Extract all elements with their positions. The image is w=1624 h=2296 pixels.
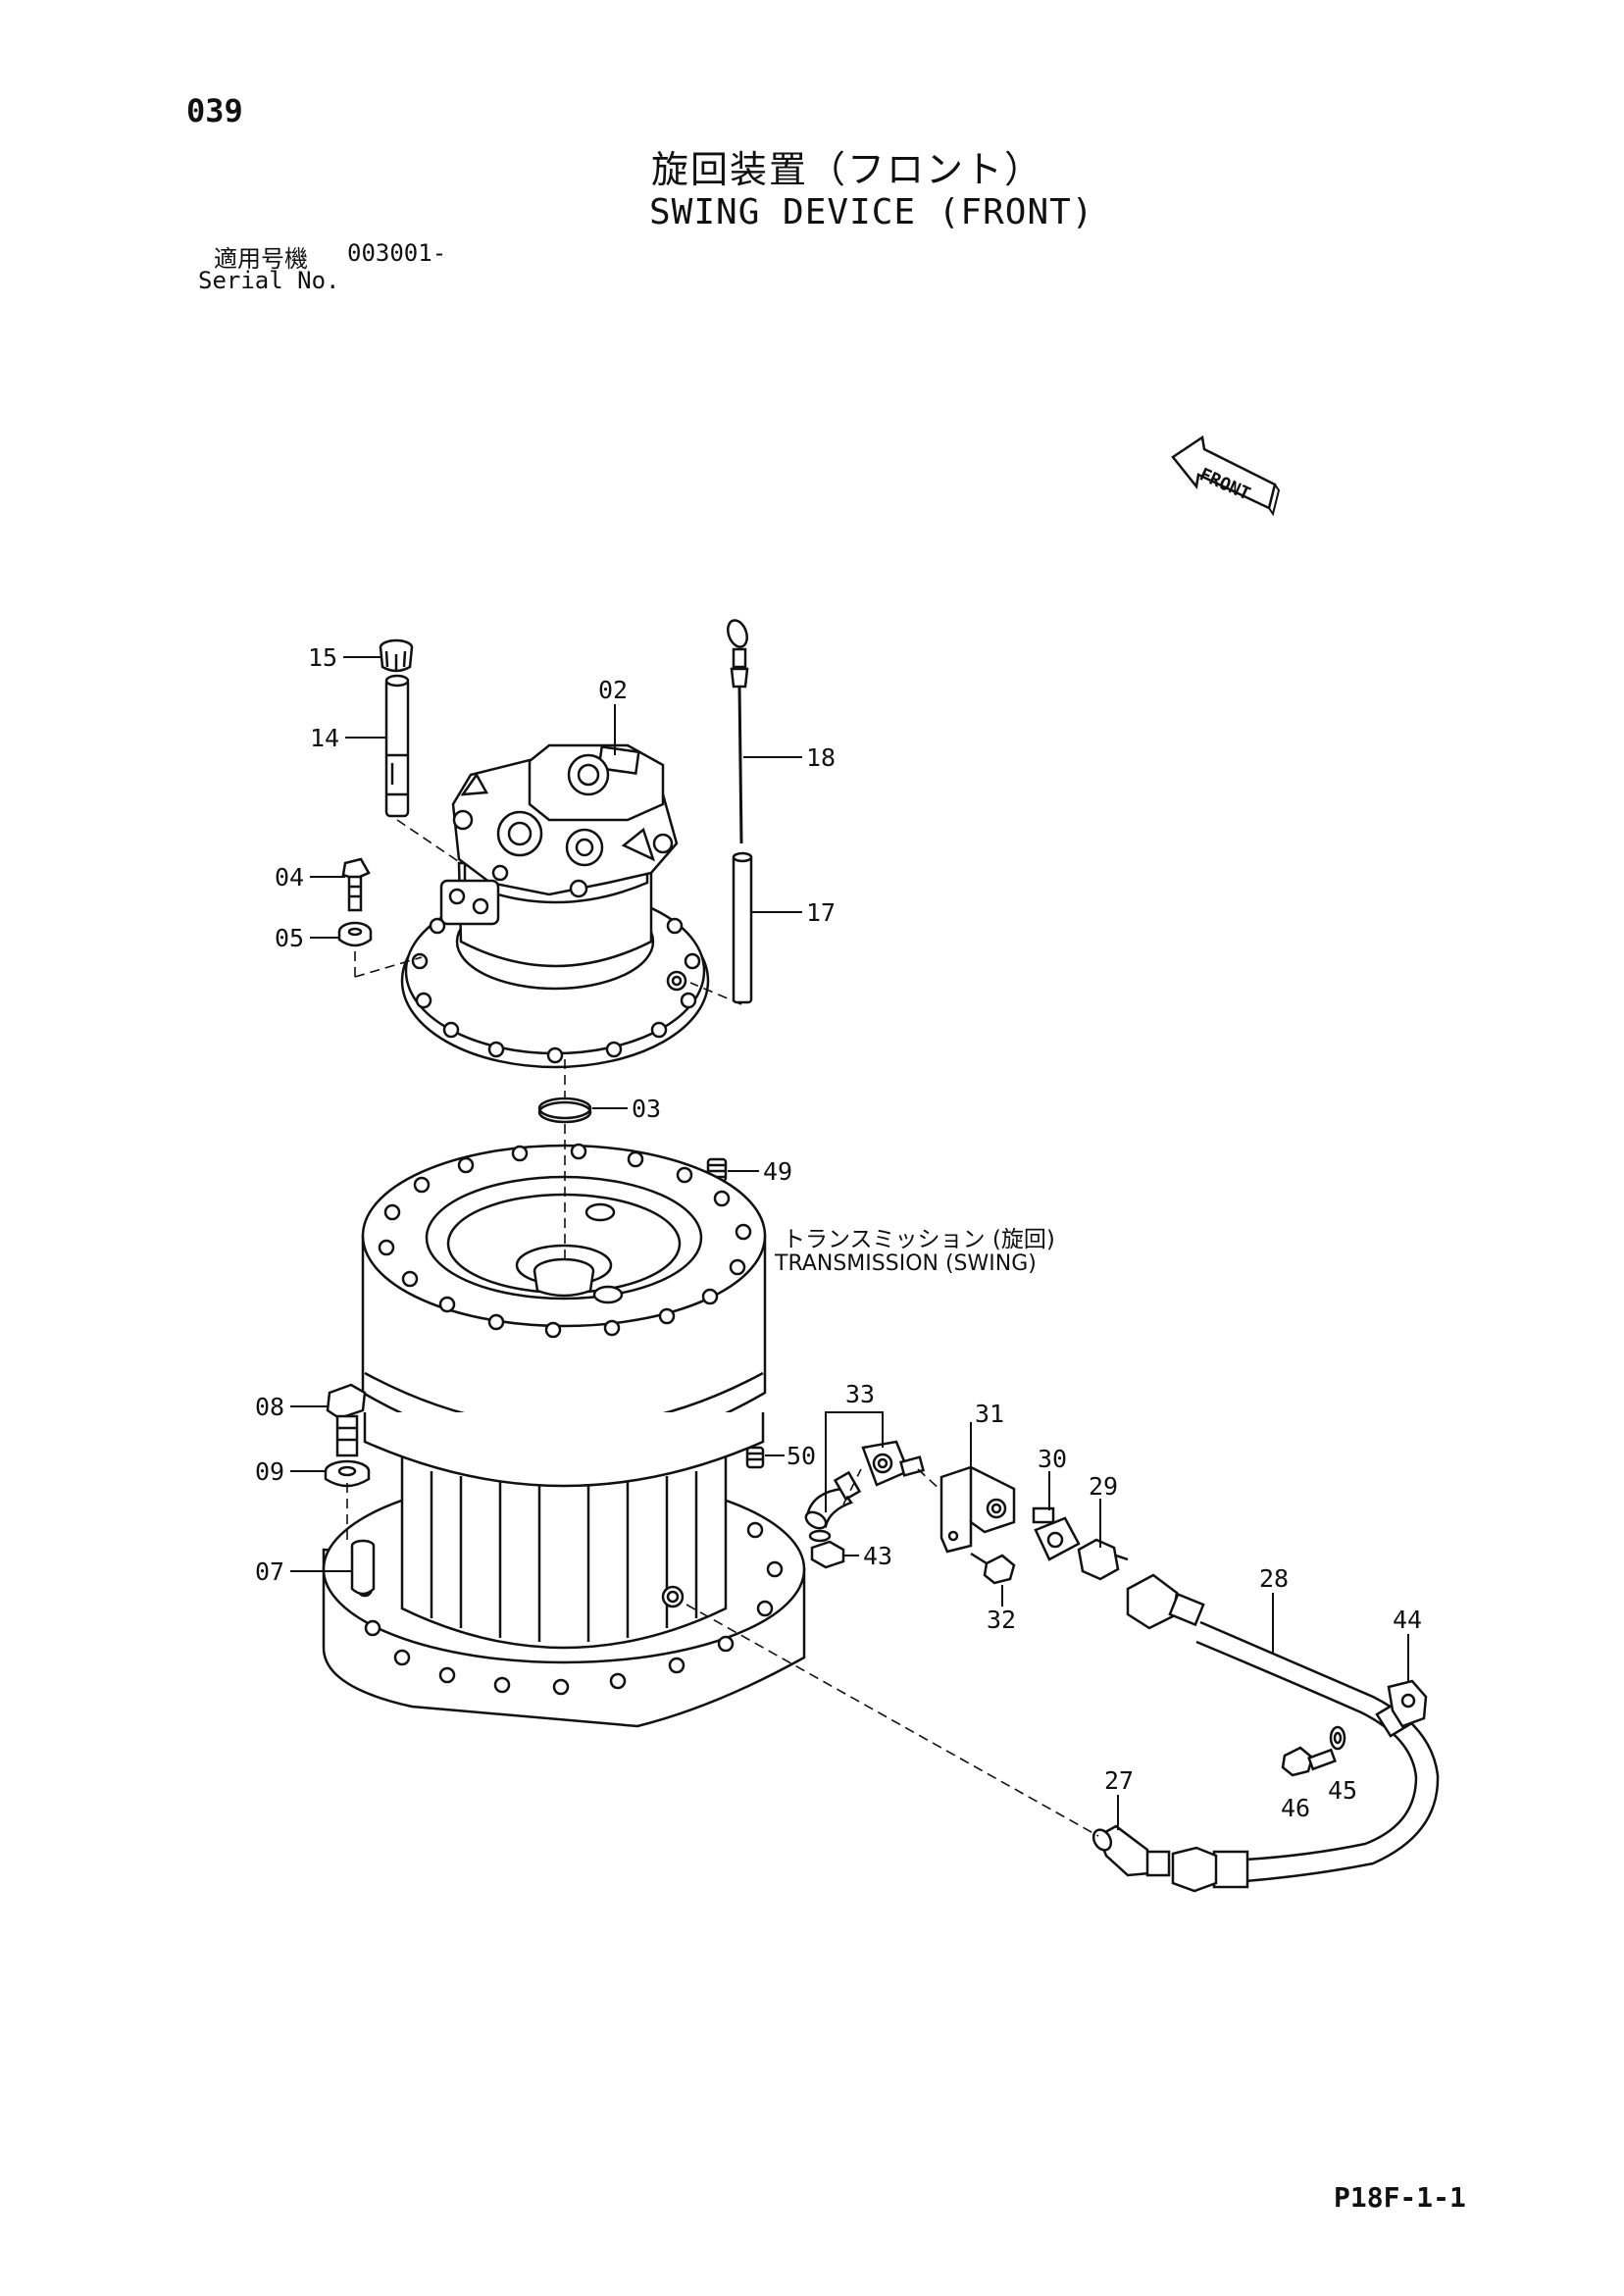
callout-46: 46 (1281, 1794, 1310, 1822)
part-04-bolt (341, 857, 371, 912)
callout-27: 27 (1104, 1766, 1134, 1795)
callout-30: 30 (1038, 1445, 1067, 1473)
part-32-bolt (970, 1552, 1016, 1585)
callout-17: 17 (806, 898, 836, 927)
part-29-connector (1077, 1538, 1129, 1581)
part-09-washer (324, 1459, 371, 1488)
callout-44: 44 (1393, 1606, 1422, 1634)
callout-02: 02 (598, 676, 628, 704)
callout-28: 28 (1259, 1564, 1289, 1593)
callout-32: 32 (987, 1606, 1016, 1634)
callout-04: 04 (275, 863, 304, 892)
page-number: 039 (186, 92, 243, 129)
assembly-label-english: TRANSMISSION (SWING) (775, 1251, 1037, 1276)
page-title-japanese: 旋回装置（フロント） (651, 148, 1044, 191)
part-03-snap-ring (537, 1097, 592, 1124)
part-08-bolt (326, 1383, 367, 1457)
callout-43: 43 (863, 1542, 892, 1570)
front-arrow-icon: FRONT (1171, 434, 1281, 517)
callout-03: 03 (632, 1095, 661, 1123)
callout-45: 45 (1328, 1776, 1357, 1805)
part-27-elbow (1091, 1824, 1171, 1877)
transmission-swing-housing (322, 1143, 806, 1728)
part-33-elbow (804, 1440, 926, 1530)
part-07-pin (350, 1539, 376, 1596)
part-14-pipe (384, 674, 410, 818)
callout-49: 49 (763, 1157, 792, 1186)
serial-label-english: Serial No. (198, 267, 340, 294)
part-50-plug (745, 1446, 765, 1469)
part-17-guide-pipe (732, 851, 753, 1004)
callout-29: 29 (1089, 1472, 1118, 1501)
callout-09: 09 (255, 1457, 284, 1486)
part-45-washer (1329, 1725, 1346, 1751)
serial-number-value: 003001- (347, 239, 447, 267)
callout-18: 18 (806, 743, 836, 772)
page-title-english: SWING DEVICE (FRONT) (649, 192, 1094, 232)
part-44-clip (1387, 1679, 1428, 1728)
callout-leader-lines (290, 656, 1409, 1830)
callout-50: 50 (787, 1442, 816, 1470)
part-15-cap (379, 638, 414, 673)
assembly-label-japanese: トランスミッション (旋回) (783, 1227, 1055, 1252)
callout-33: 33 (845, 1380, 875, 1408)
part-05-washer (337, 921, 373, 947)
callout-07: 07 (255, 1557, 284, 1586)
callout-08: 08 (255, 1393, 284, 1421)
callout-31: 31 (975, 1400, 1004, 1428)
part-18-level-gauge (727, 619, 749, 844)
part-43-plug (808, 1529, 845, 1569)
page-footer-code: P18F-1-1 (1334, 2181, 1466, 2214)
part-31-bracket (939, 1465, 1016, 1554)
callout-14: 14 (310, 724, 339, 752)
assembly-guide-lines (346, 819, 1099, 1837)
part-28-hose (1126, 1573, 1440, 1893)
part-30-adapter (1032, 1506, 1081, 1561)
callout-05: 05 (275, 924, 304, 952)
part-02-swing-motor (400, 743, 710, 1069)
callout-numbers: 15 14 02 18 04 05 17 03 49 08 09 07 33 3… (255, 643, 1422, 1822)
serial-label-japanese: 適用号機 (214, 245, 308, 273)
part-46-bolt (1281, 1746, 1337, 1777)
callout-15: 15 (308, 643, 337, 672)
